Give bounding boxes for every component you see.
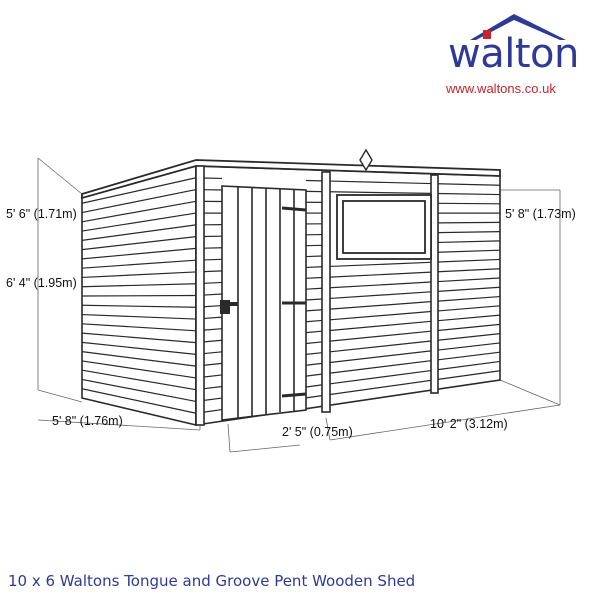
door-handle-icon	[220, 300, 238, 314]
back-height-label: 5' 8" (1.73m)	[505, 207, 576, 221]
door-width-label: 2' 5" (0.75m)	[282, 425, 353, 439]
length-label: 10' 2" (3.12m)	[430, 417, 508, 431]
roof-finial	[359, 148, 373, 172]
door-hinges	[281, 206, 307, 398]
shed-window	[336, 194, 432, 260]
corner-posts	[195, 165, 439, 426]
brand-logo: walton	[448, 31, 579, 77]
brand-url: www.waltons.co.uk	[446, 81, 556, 96]
ridge-height-label: 6' 4" (1.95m)	[6, 276, 77, 290]
side-cladding	[81, 177, 197, 414]
shed-door	[221, 185, 307, 421]
shed-roof	[81, 159, 501, 200]
dimension-guides	[37, 157, 561, 453]
logo-roof-icon	[470, 14, 566, 40]
product-caption: 10 x 6 Waltons Tongue and Groove Pent Wo…	[8, 572, 416, 590]
front-eave-height-label: 5' 6" (1.71m)	[6, 207, 77, 221]
front-cladding	[203, 177, 501, 413]
depth-label: 5' 8" (1.76m)	[52, 414, 123, 428]
